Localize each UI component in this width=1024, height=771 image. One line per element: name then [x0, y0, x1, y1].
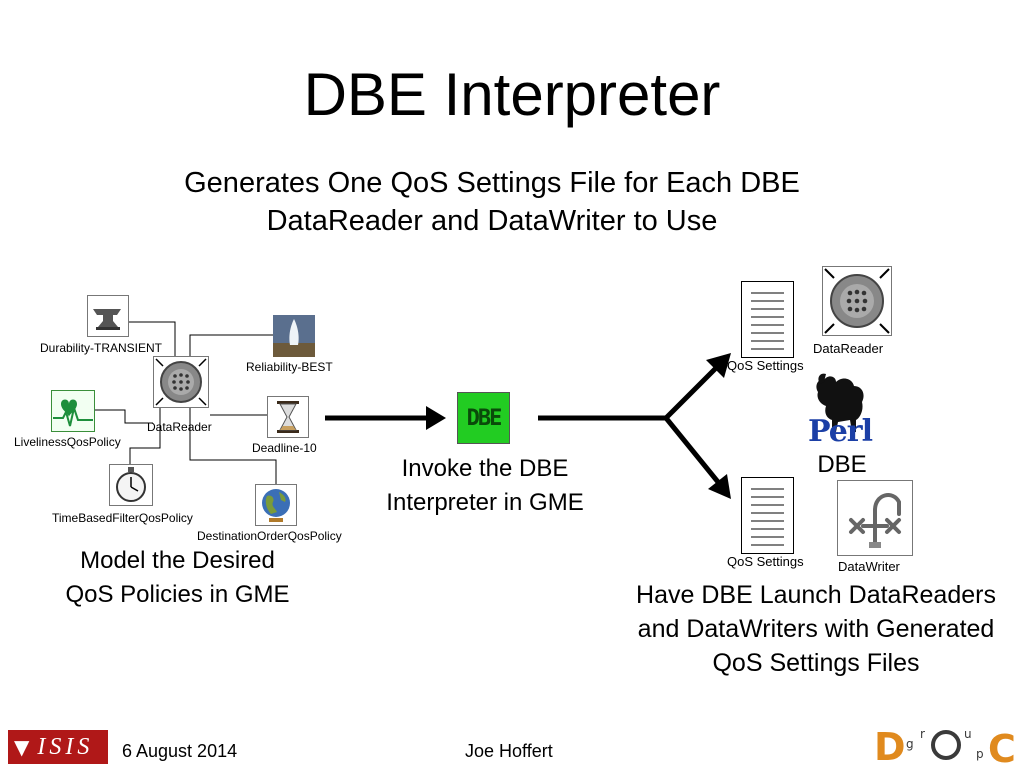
- datareader-output-icon: [822, 266, 892, 336]
- qos-settings-document-icon-top: [741, 281, 794, 358]
- heart-monitor-icon: [51, 390, 95, 432]
- interpreter-caption-line-1: Invoke the DBE: [401, 455, 569, 482]
- interpreter-caption-line-2: Interpreter in GME: [386, 489, 584, 516]
- faucet-icon: [837, 480, 913, 556]
- dbe-interpreter-icon[interactable]: DBE: [457, 392, 510, 444]
- doc-group-logo: D g r u p C: [872, 724, 1020, 771]
- qos-settings-label-top: QoS Settings: [727, 358, 804, 373]
- destination-label: DestinationOrderQosPolicy: [197, 529, 342, 543]
- qos-settings-label-bottom: QoS Settings: [727, 554, 804, 569]
- slide-subtitle: Generates One QoS Settings File for Each…: [100, 164, 884, 240]
- model-caption-line-2: QoS Policies in GME: [65, 581, 290, 608]
- isis-logo: ▼ ISIS: [8, 730, 108, 764]
- qos-settings-document-icon-bottom: [741, 477, 794, 554]
- reliability-label: Reliability-BEST: [246, 360, 333, 374]
- output-caption-line-3: QoS Settings Files: [712, 649, 920, 677]
- perl-logo-text: Perl: [807, 414, 873, 449]
- geyser-icon: [273, 315, 315, 357]
- slide-title: DBE Interpreter: [303, 61, 721, 128]
- deadline-label: Deadline-10: [252, 441, 317, 455]
- globe-icon: [255, 484, 297, 526]
- hourglass-icon: [267, 396, 309, 438]
- dbe-interpreter-icon-text: DBE: [466, 405, 503, 431]
- isis-logo-text: ISIS: [37, 733, 94, 760]
- doc-logo-r: r: [920, 727, 925, 741]
- doc-logo-d: D: [874, 725, 906, 769]
- stopwatch-icon: [109, 464, 153, 506]
- liveliness-label: LivelinessQosPolicy: [14, 435, 121, 449]
- doc-logo-c: C: [988, 727, 1016, 771]
- doc-logo-p: p: [976, 747, 984, 761]
- footer-date: 6 August 2014: [122, 741, 238, 761]
- datareader-icon: [153, 356, 209, 408]
- timebased-label: TimeBasedFilterQosPolicy: [52, 511, 193, 525]
- doc-logo-u: u: [964, 727, 972, 741]
- output-caption-line-2: and DataWriters with Generated: [637, 615, 995, 643]
- subtitle-line-2: DataReader and DataWriter to Use: [266, 205, 718, 237]
- datareader-node-label: DataReader: [147, 420, 212, 434]
- footer-author: Joe Hoffert: [465, 741, 553, 761]
- datawriter-label: DataWriter: [838, 559, 900, 574]
- model-caption: Model the Desired QoS Policies in GME: [30, 544, 325, 612]
- datareader-output-label: DataReader: [813, 341, 884, 356]
- model-caption-line-1: Model the Desired: [80, 547, 275, 574]
- interpreter-caption: Invoke the DBE Interpreter in GME: [350, 452, 620, 520]
- doc-logo-o: [931, 730, 961, 760]
- subtitle-line-1: Generates One QoS Settings File for Each…: [184, 167, 800, 199]
- doc-logo-g: g: [906, 737, 914, 751]
- anvil-icon: [87, 295, 129, 337]
- output-caption-line-1: Have DBE Launch DataReaders: [636, 581, 996, 609]
- durability-label: Durability-TRANSIENT: [40, 341, 163, 355]
- perl-camel-icon: Perl: [804, 372, 876, 449]
- dbe-label: DBE: [817, 451, 867, 478]
- output-caption: Have DBE Launch DataReaders and DataWrit…: [596, 578, 1024, 680]
